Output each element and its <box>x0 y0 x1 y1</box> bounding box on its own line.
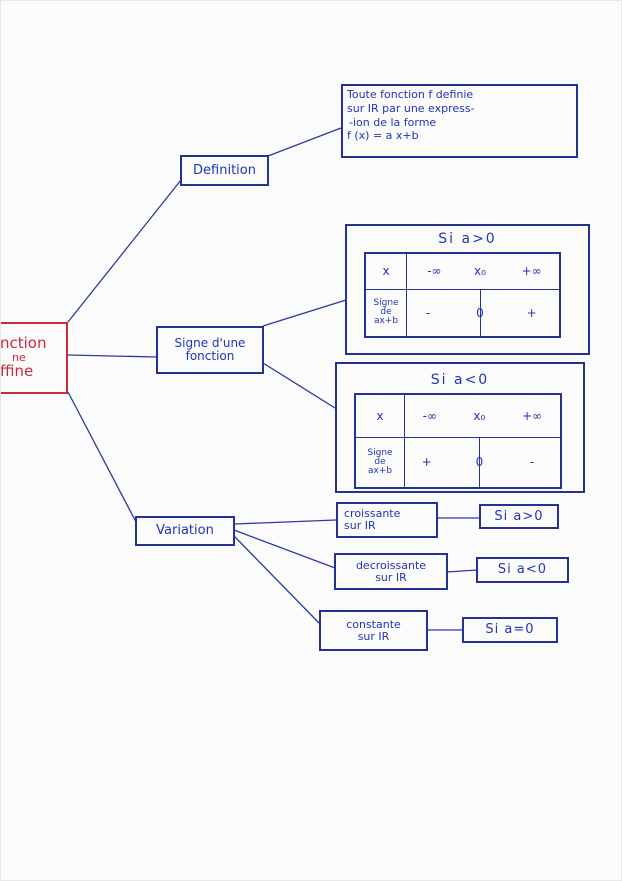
decroissante-condition-text: Si a<0 <box>497 562 548 578</box>
variation-croissante-node: croissante sur IR <box>336 502 438 538</box>
row-label-line: de <box>380 307 392 318</box>
sign-table-positive-condition: Si a>0 <box>438 231 497 247</box>
table-row: Signe de ax+b - 0 + <box>364 288 561 338</box>
croissante-line-1: croissante <box>344 507 401 521</box>
variation-label: Variation <box>156 523 214 539</box>
root-node: nction ne ffine <box>0 322 68 394</box>
link-root-sign <box>67 354 158 358</box>
definition-text-line-3: -ion de la forme <box>349 115 437 129</box>
sign-label-line-2: fonction <box>185 349 235 363</box>
definition-text-line-4: f (x) = a x+b <box>347 129 419 143</box>
table-row: x -∞ x₀ +∞ <box>364 252 561 290</box>
link-variation-constante <box>233 535 321 625</box>
root-line-3: ffine <box>0 361 34 380</box>
variation-decroissante-condition: Si a<0 <box>476 557 569 583</box>
definition-text-line-2: sur IR par une express- <box>347 101 475 115</box>
constante-line-1: constante <box>346 617 401 631</box>
definition-label: Definition <box>193 162 256 178</box>
link-definition-text <box>267 127 342 157</box>
header-value: -∞ <box>422 408 437 423</box>
row-label-line: Signe <box>367 447 393 458</box>
sign-table-positive: x -∞ x₀ +∞ Signe de ax+b - 0 + <box>364 252 561 338</box>
header-value: -∞ <box>427 264 442 279</box>
variation-node: Variation <box>135 516 235 546</box>
root-line-1: nction <box>0 334 47 353</box>
definition-text-line-1: Toute fonction f definie <box>347 88 474 101</box>
sign-label-line-1: Signe d'une <box>174 336 246 351</box>
table-row: x -∞ x₀ +∞ <box>354 393 562 438</box>
variation-croissante-condition: Si a>0 <box>479 504 559 529</box>
link-variation-decroissante <box>233 529 336 569</box>
decroissante-line-2: sur IR <box>375 570 407 584</box>
root-line-2: ne <box>12 351 26 365</box>
zero-separator <box>479 437 481 487</box>
variation-decroissante-node: decroissante sur IR <box>334 553 448 590</box>
row-label-line: Signe <box>373 298 399 309</box>
constante-condition-text: Si a=0 <box>485 622 535 638</box>
sign-value: 0 <box>476 305 484 320</box>
sign-table-negative-header-values: -∞ x₀ +∞ <box>404 393 562 438</box>
sign-value: - <box>529 455 535 470</box>
row-label-line: ax+b <box>367 465 393 476</box>
link-sign-table1 <box>262 299 347 327</box>
sign-node: Signe d'une fonction <box>156 326 264 374</box>
constante-line-2: sur IR <box>357 629 390 643</box>
definition-node: Definition <box>180 155 269 186</box>
link-root-definition <box>67 179 182 323</box>
header-value: x₀ <box>473 408 486 423</box>
sign-table-negative-row-label: Signe de ax+b <box>354 436 405 489</box>
decroissante-line-1: decroissante <box>355 558 427 572</box>
sign-table-positive-header-label: x <box>364 252 407 290</box>
link-sign-table2 <box>262 362 336 409</box>
row-label-line: de <box>374 456 386 467</box>
sign-table-negative-signs: + 0 - <box>404 436 562 489</box>
sign-table-box-negative: Si a<0 x -∞ x₀ +∞ Signe de ax+b + <box>335 362 585 493</box>
sign-table-positive-row-label: Signe de ax+b <box>364 288 407 338</box>
sign-table-box-positive: Si a>0 x -∞ x₀ +∞ Signe de ax+b - <box>345 224 590 355</box>
sign-table-negative-condition: Si a<0 <box>430 372 490 388</box>
header-value: +∞ <box>521 264 542 279</box>
definition-text-box: Toute fonction f definie sur IR par une … <box>341 84 578 158</box>
variation-constante-node: constante sur IR <box>319 610 428 651</box>
variation-constante-condition: Si a=0 <box>462 617 558 643</box>
sign-table-negative-header-label: x <box>354 393 405 438</box>
row-label-line: ax+b <box>373 316 399 327</box>
sign-value: + <box>526 305 537 320</box>
sign-value: - <box>426 305 431 320</box>
sign-table-negative: x -∞ x₀ +∞ Signe de ax+b + 0 - <box>354 393 562 489</box>
sign-table-positive-header-values: -∞ x₀ +∞ <box>406 252 561 290</box>
sign-value: + <box>421 455 432 470</box>
croissante-line-2: sur IR <box>344 519 376 532</box>
sign-value: 0 <box>475 455 484 470</box>
header-value: +∞ <box>522 408 543 423</box>
zero-separator <box>479 289 481 336</box>
header-value: x₀ <box>473 264 486 279</box>
croissante-condition-text: Si a>0 <box>494 508 544 524</box>
link-decroissante-cond <box>446 569 478 573</box>
table-row: Signe de ax+b + 0 - <box>354 436 562 489</box>
sign-table-positive-signs: - 0 + <box>406 288 561 338</box>
link-root-variation <box>67 391 137 523</box>
link-variation-croissante <box>233 519 337 525</box>
